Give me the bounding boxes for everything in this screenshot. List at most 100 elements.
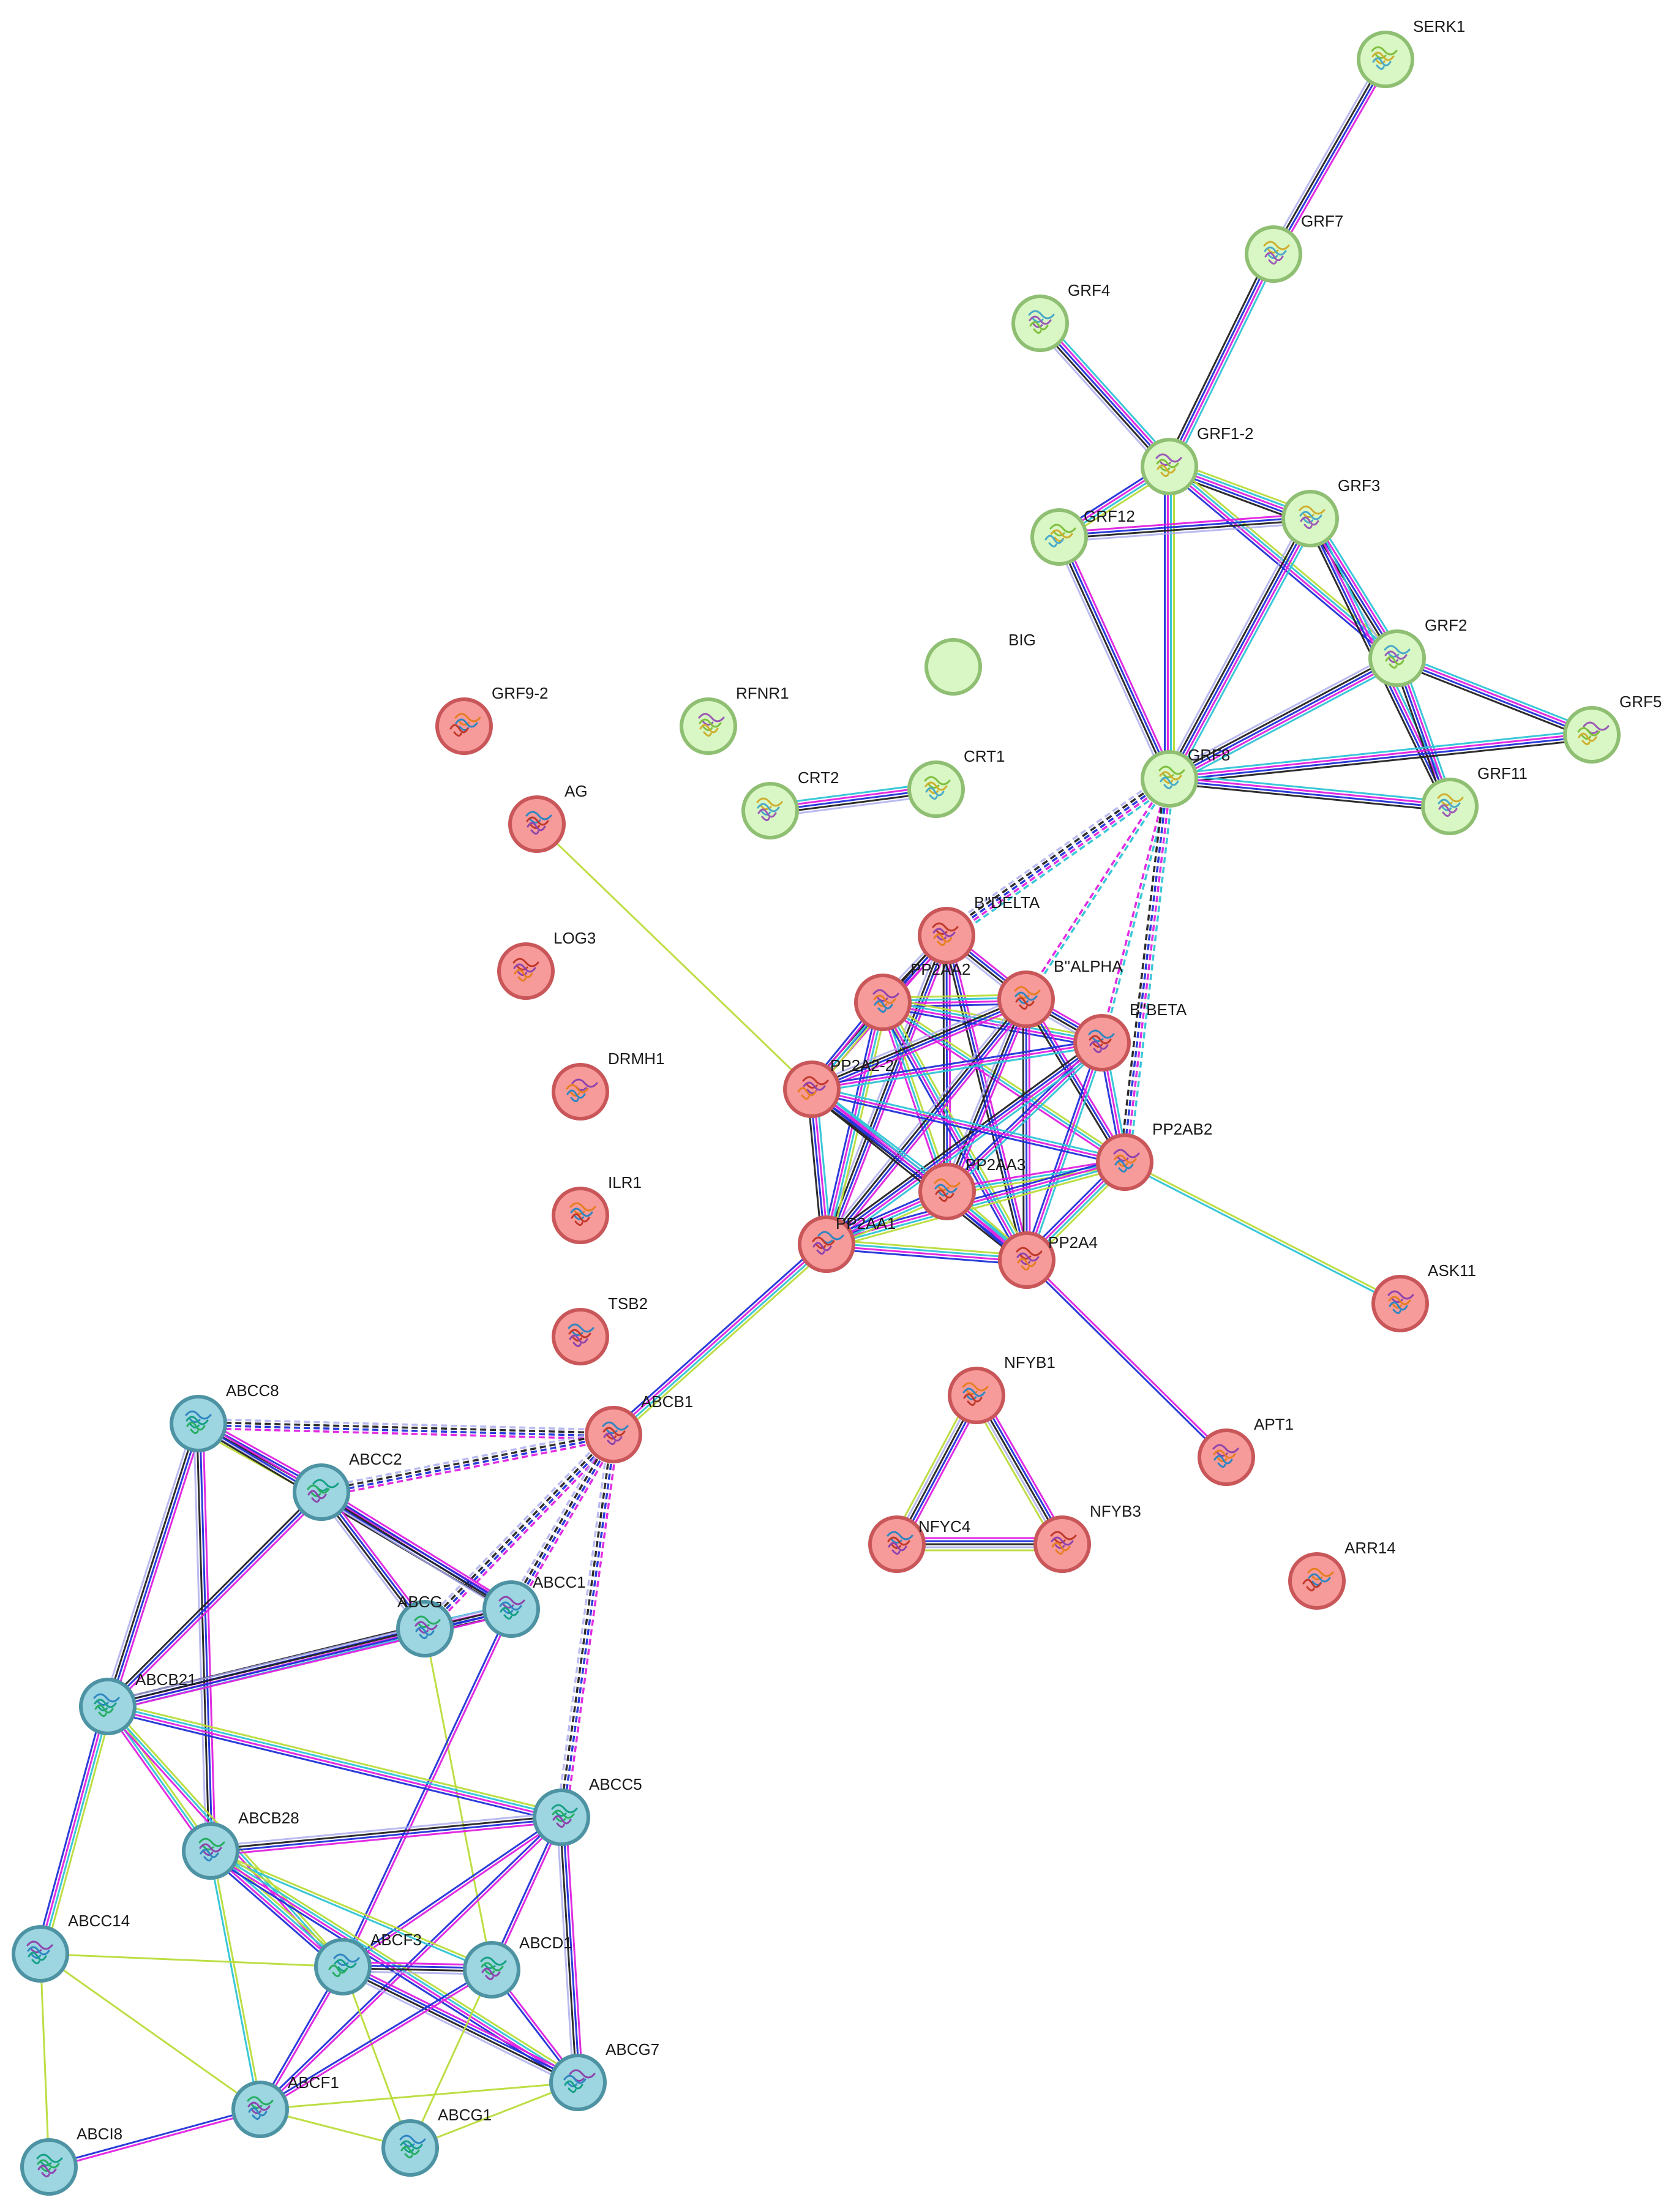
node-circle[interactable] [1421, 778, 1479, 835]
node-crt1[interactable]: CRT1 [907, 747, 1005, 818]
node-abcc14[interactable]: ABCC14 [12, 1912, 130, 1983]
node-grf8[interactable]: GRF8 [1141, 746, 1230, 808]
edge-grf2-grf8 [1166, 651, 1401, 786]
node-pp2aa3[interactable]: PP2AA3 [918, 1155, 1026, 1220]
node-apt1[interactable]: APT1 [1198, 1415, 1294, 1486]
node-circle[interactable] [1281, 490, 1339, 547]
node-circle[interactable] [552, 1187, 609, 1244]
node-grf7[interactable]: GRF7 [1245, 212, 1343, 283]
edge-channel [108, 1704, 562, 1817]
node-pp2a4[interactable]: PP2A4 [998, 1231, 1098, 1289]
node-drmh1[interactable]: DRMH1 [552, 1049, 664, 1121]
node-pp2aa1[interactable]: PP2AA1 [798, 1214, 896, 1273]
edge-channel [1044, 318, 1175, 464]
node-abcf1[interactable]: ABCF1 [231, 2073, 339, 2138]
edge-channel [830, 937, 952, 1247]
node-abcb28[interactable]: ABCB28 [182, 1809, 299, 1880]
protein-structure-icon [962, 1382, 989, 1406]
node-circle[interactable] [924, 638, 982, 696]
node-bppalpha[interactable]: B''ALPHA [997, 957, 1123, 1028]
node-circle[interactable] [998, 1231, 1056, 1289]
node-circle[interactable] [918, 1163, 976, 1220]
structure-ribbon [757, 803, 780, 816]
node-abcb1[interactable]: ABCB1 [585, 1392, 693, 1463]
node-grf11[interactable]: GRF11 [1421, 764, 1528, 835]
node-abcb21[interactable]: ABCB21 [79, 1670, 197, 1735]
node-circle[interactable] [170, 1395, 227, 1452]
node-circle[interactable] [1033, 1515, 1091, 1573]
node-abcc8[interactable]: ABCC8 [170, 1381, 279, 1452]
node-pp2ab2[interactable]: PP2AB2 [1096, 1120, 1212, 1191]
node-serk1[interactable]: SERK1 [1357, 17, 1465, 88]
node-arr14[interactable]: ARR14 [1288, 1539, 1396, 1610]
node-ask11[interactable]: ASK11 [1371, 1261, 1476, 1332]
structure-ribbon [1016, 1247, 1043, 1259]
node-circle[interactable] [497, 942, 555, 1000]
edge-channel [409, 1969, 493, 2149]
node-abcf3[interactable]: ABCF3 [314, 1931, 422, 1995]
node-tsb2[interactable]: TSB2 [552, 1294, 648, 1365]
node-ag[interactable]: AG [508, 782, 588, 853]
node-rfnr1[interactable]: RFNR1 [680, 684, 789, 755]
structure-ribbon [570, 1207, 593, 1220]
node-nfyc4[interactable]: NFYC4 [868, 1515, 970, 1573]
node-grf2[interactable]: GRF2 [1368, 616, 1467, 687]
node-grf9-2[interactable]: GRF9-2 [435, 684, 548, 755]
node-abcc1[interactable]: ABCC1 [482, 1573, 586, 1638]
node-circle[interactable] [1368, 629, 1426, 687]
node-circle[interactable] [1011, 295, 1069, 352]
edge-channel [947, 999, 1029, 1193]
node-circle[interactable] [783, 1060, 841, 1118]
node-circle[interactable] [1371, 1275, 1429, 1332]
node-circle[interactable] [231, 2081, 289, 2138]
edge-channel [1169, 773, 1450, 803]
node-circle[interactable] [508, 795, 566, 853]
node-crt2[interactable]: CRT2 [741, 768, 839, 839]
node-circle[interactable] [435, 697, 493, 755]
node-circle[interactable] [182, 1822, 239, 1880]
node-circle[interactable] [1030, 508, 1088, 566]
edge-channel [211, 1820, 562, 1856]
node-circle[interactable] [907, 760, 965, 818]
node-grf4[interactable]: GRF4 [1011, 281, 1110, 352]
node-pp2aa2[interactable]: PP2AA2 [854, 960, 970, 1031]
node-abcc5[interactable]: ABCC5 [533, 1775, 642, 1846]
node-circle[interactable] [585, 1406, 642, 1463]
node-circle[interactable] [1288, 1552, 1346, 1610]
structure-ribbon [602, 1421, 629, 1434]
node-circle[interactable] [381, 2119, 439, 2177]
node-circle[interactable] [482, 1580, 540, 1638]
node-bppbeta[interactable]: B''BETA [1073, 1000, 1187, 1072]
node-circle[interactable] [552, 1308, 609, 1365]
node-circle[interactable] [20, 2138, 78, 2196]
node-grf1-2[interactable]: GRF1-2 [1141, 424, 1253, 495]
node-ilr1[interactable]: ILR1 [552, 1173, 642, 1244]
node-grf12[interactable]: GRF12 [1030, 507, 1135, 566]
node-nfyb3[interactable]: NFYB3 [1033, 1502, 1141, 1573]
structure-ribbon [935, 1189, 954, 1202]
node-big[interactable]: BIG [924, 631, 1036, 696]
node-grf5[interactable]: GRF5 [1563, 693, 1662, 764]
node-circle[interactable] [463, 1941, 520, 1999]
node-abci8[interactable]: ABCI8 [20, 2125, 122, 2196]
node-nfyb1[interactable]: NFYB1 [948, 1353, 1056, 1424]
node-abcg7[interactable]: ABCG7 [549, 2040, 659, 2111]
node-log3[interactable]: LOG3 [497, 929, 596, 1000]
node-circle[interactable] [1096, 1133, 1153, 1191]
node-bppdelta[interactable]: B''DELTA [918, 893, 1040, 964]
node-grf3[interactable]: GRF3 [1281, 476, 1380, 547]
node-abcc2[interactable]: ABCC2 [293, 1450, 402, 1521]
node-circle[interactable] [997, 970, 1055, 1028]
node-circle[interactable] [314, 1938, 372, 1995]
node-pp2a2-2[interactable]: PP2A2-2 [783, 1056, 894, 1118]
node-abcg[interactable]: ABCG [396, 1593, 454, 1657]
structure-ribbon [566, 1089, 586, 1102]
node-label: GRF7 [1301, 212, 1343, 230]
node-circle[interactable] [396, 1600, 454, 1657]
node-abcg1[interactable]: ABCG1 [381, 2106, 492, 2177]
node-circle[interactable] [1141, 750, 1198, 808]
structure-ribbon [1088, 1029, 1115, 1042]
protein-structure-icon [924, 776, 951, 800]
node-abcd1[interactable]: ABCD1 [463, 1934, 572, 1999]
structure-ribbon [27, 1946, 50, 1959]
